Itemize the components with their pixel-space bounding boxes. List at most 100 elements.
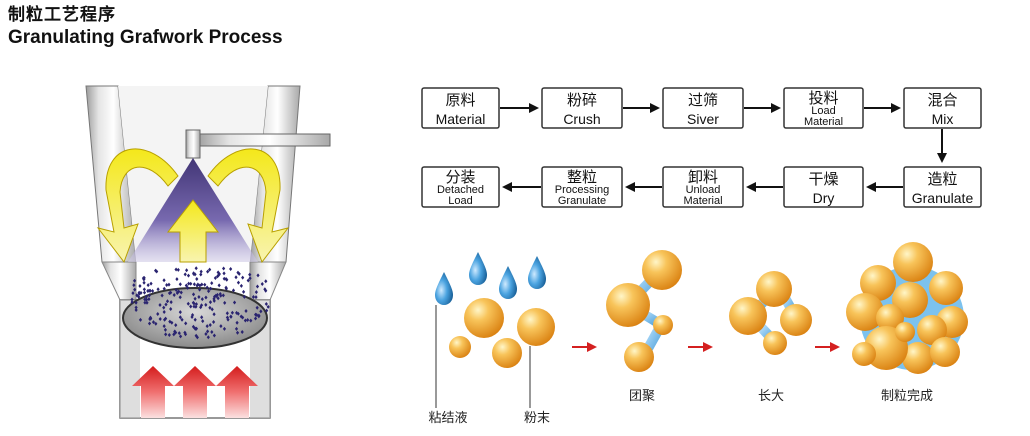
particle-dot: [178, 315, 182, 320]
particle-dot: [186, 285, 190, 290]
stage-binder-powder: 粘结液 粉末: [428, 252, 555, 426]
step-label-en-line2: Load: [448, 195, 472, 207]
particle-dot: [138, 317, 143, 322]
step-label-cn: 分装: [445, 168, 475, 186]
powder-particle: [642, 250, 682, 290]
particle-dot: [229, 314, 233, 319]
particle-dot: [174, 323, 178, 328]
droplet-icon: [435, 272, 453, 305]
particle-dot: [216, 296, 220, 301]
particle-dot: [148, 288, 152, 293]
particle-dot: [237, 271, 241, 276]
particle-dot: [242, 294, 246, 299]
stage-complete: 制粒完成: [846, 242, 968, 404]
particle-dot: [266, 304, 270, 309]
particle-dot: [243, 318, 247, 323]
particle-dot: [177, 331, 181, 336]
particle-dot: [253, 316, 258, 321]
particle-dot: [162, 305, 166, 310]
particle-dot: [165, 283, 169, 288]
particle-dot: [204, 302, 208, 307]
particle-dot: [208, 300, 213, 305]
particle-dot: [180, 317, 184, 322]
particle-dot: [138, 283, 142, 288]
step-label-en-line2: Granulate: [558, 195, 606, 207]
particle-dot: [167, 332, 171, 337]
page-title-en: Granulating Grafwork Process: [8, 27, 283, 48]
particle-dot: [254, 290, 258, 295]
step-label-en-line2: Material: [683, 195, 722, 207]
particle-dot: [134, 305, 138, 310]
particle-dot: [200, 297, 204, 302]
powder-particle: [449, 336, 471, 358]
step-label-cn: 投料: [808, 89, 838, 107]
particle-dot: [147, 293, 151, 298]
particle-dot: [178, 310, 182, 315]
particle-dot: [179, 290, 183, 295]
particle-dot: [208, 323, 212, 328]
particle-dot: [146, 288, 150, 293]
step-label-en-line2: Material: [804, 116, 843, 128]
step-mix: 混合 Mix: [903, 87, 982, 129]
powder-particle: [780, 304, 812, 336]
particle-dot: [246, 318, 250, 323]
left-swirl-arrow: [96, 148, 179, 264]
particle-dot: [134, 300, 138, 305]
air-arrow-1: [132, 366, 174, 418]
particle-dot: [241, 275, 245, 280]
particle-dot: [256, 273, 260, 278]
particle-dot: [143, 297, 147, 302]
granulation-stages: 粘结液 粉末 团聚 长大: [428, 242, 968, 426]
particle-dot: [224, 286, 228, 291]
particle-dot: [154, 321, 158, 326]
particle-dot: [264, 288, 268, 293]
particle-dot: [248, 272, 252, 277]
particle-dot: [251, 294, 256, 299]
step-label-en: Crush: [563, 111, 600, 127]
particle-dot: [146, 283, 150, 288]
particle-dot: [132, 283, 136, 288]
particle-dot: [195, 283, 199, 288]
particle-dot: [208, 267, 212, 272]
particle-dot: [132, 278, 137, 283]
particle-dot: [204, 295, 208, 300]
particle-dot: [130, 300, 134, 305]
step-label-en-line1: Processing: [555, 184, 609, 196]
step-label-en-line1: Load: [811, 105, 835, 117]
step-label-en: Mix: [932, 111, 954, 127]
particle-dot: [160, 293, 164, 298]
particle-dot: [178, 334, 183, 339]
particle-dot: [244, 308, 248, 313]
particle-dot: [147, 297, 151, 302]
step-label-en: Material: [436, 111, 486, 127]
powder-particle: [624, 342, 654, 372]
particle-dot: [216, 270, 220, 275]
powder-particle: [756, 271, 792, 307]
particle-dot: [187, 281, 191, 286]
powder-particle: [653, 315, 673, 335]
particle-dot: [174, 330, 178, 335]
particle-dot: [169, 290, 173, 295]
particle-dot: [199, 269, 203, 274]
particle-dot: [143, 300, 147, 305]
step-label-cn: 整粒: [567, 168, 597, 186]
particle-dot: [190, 315, 194, 320]
title-block: 制粒工艺程序 Granulating Grafwork Process: [8, 4, 283, 50]
particle-dot: [164, 302, 168, 307]
particle-dot: [229, 267, 233, 272]
particle-dot: [234, 326, 239, 331]
stage-growth: 长大: [729, 271, 812, 404]
particle-dot: [254, 312, 258, 317]
particle-dot: [254, 295, 258, 300]
air-arrow-3: [216, 366, 258, 418]
spray-pipe: [195, 133, 331, 147]
particle-dot: [203, 282, 207, 287]
particle-dot: [162, 324, 166, 329]
particle-dot: [162, 278, 166, 283]
powder-particle: [763, 331, 787, 355]
particle-dot: [215, 274, 220, 279]
particle-dot: [164, 316, 168, 321]
particle-dot: [249, 318, 253, 323]
particle-dot: [235, 330, 240, 335]
